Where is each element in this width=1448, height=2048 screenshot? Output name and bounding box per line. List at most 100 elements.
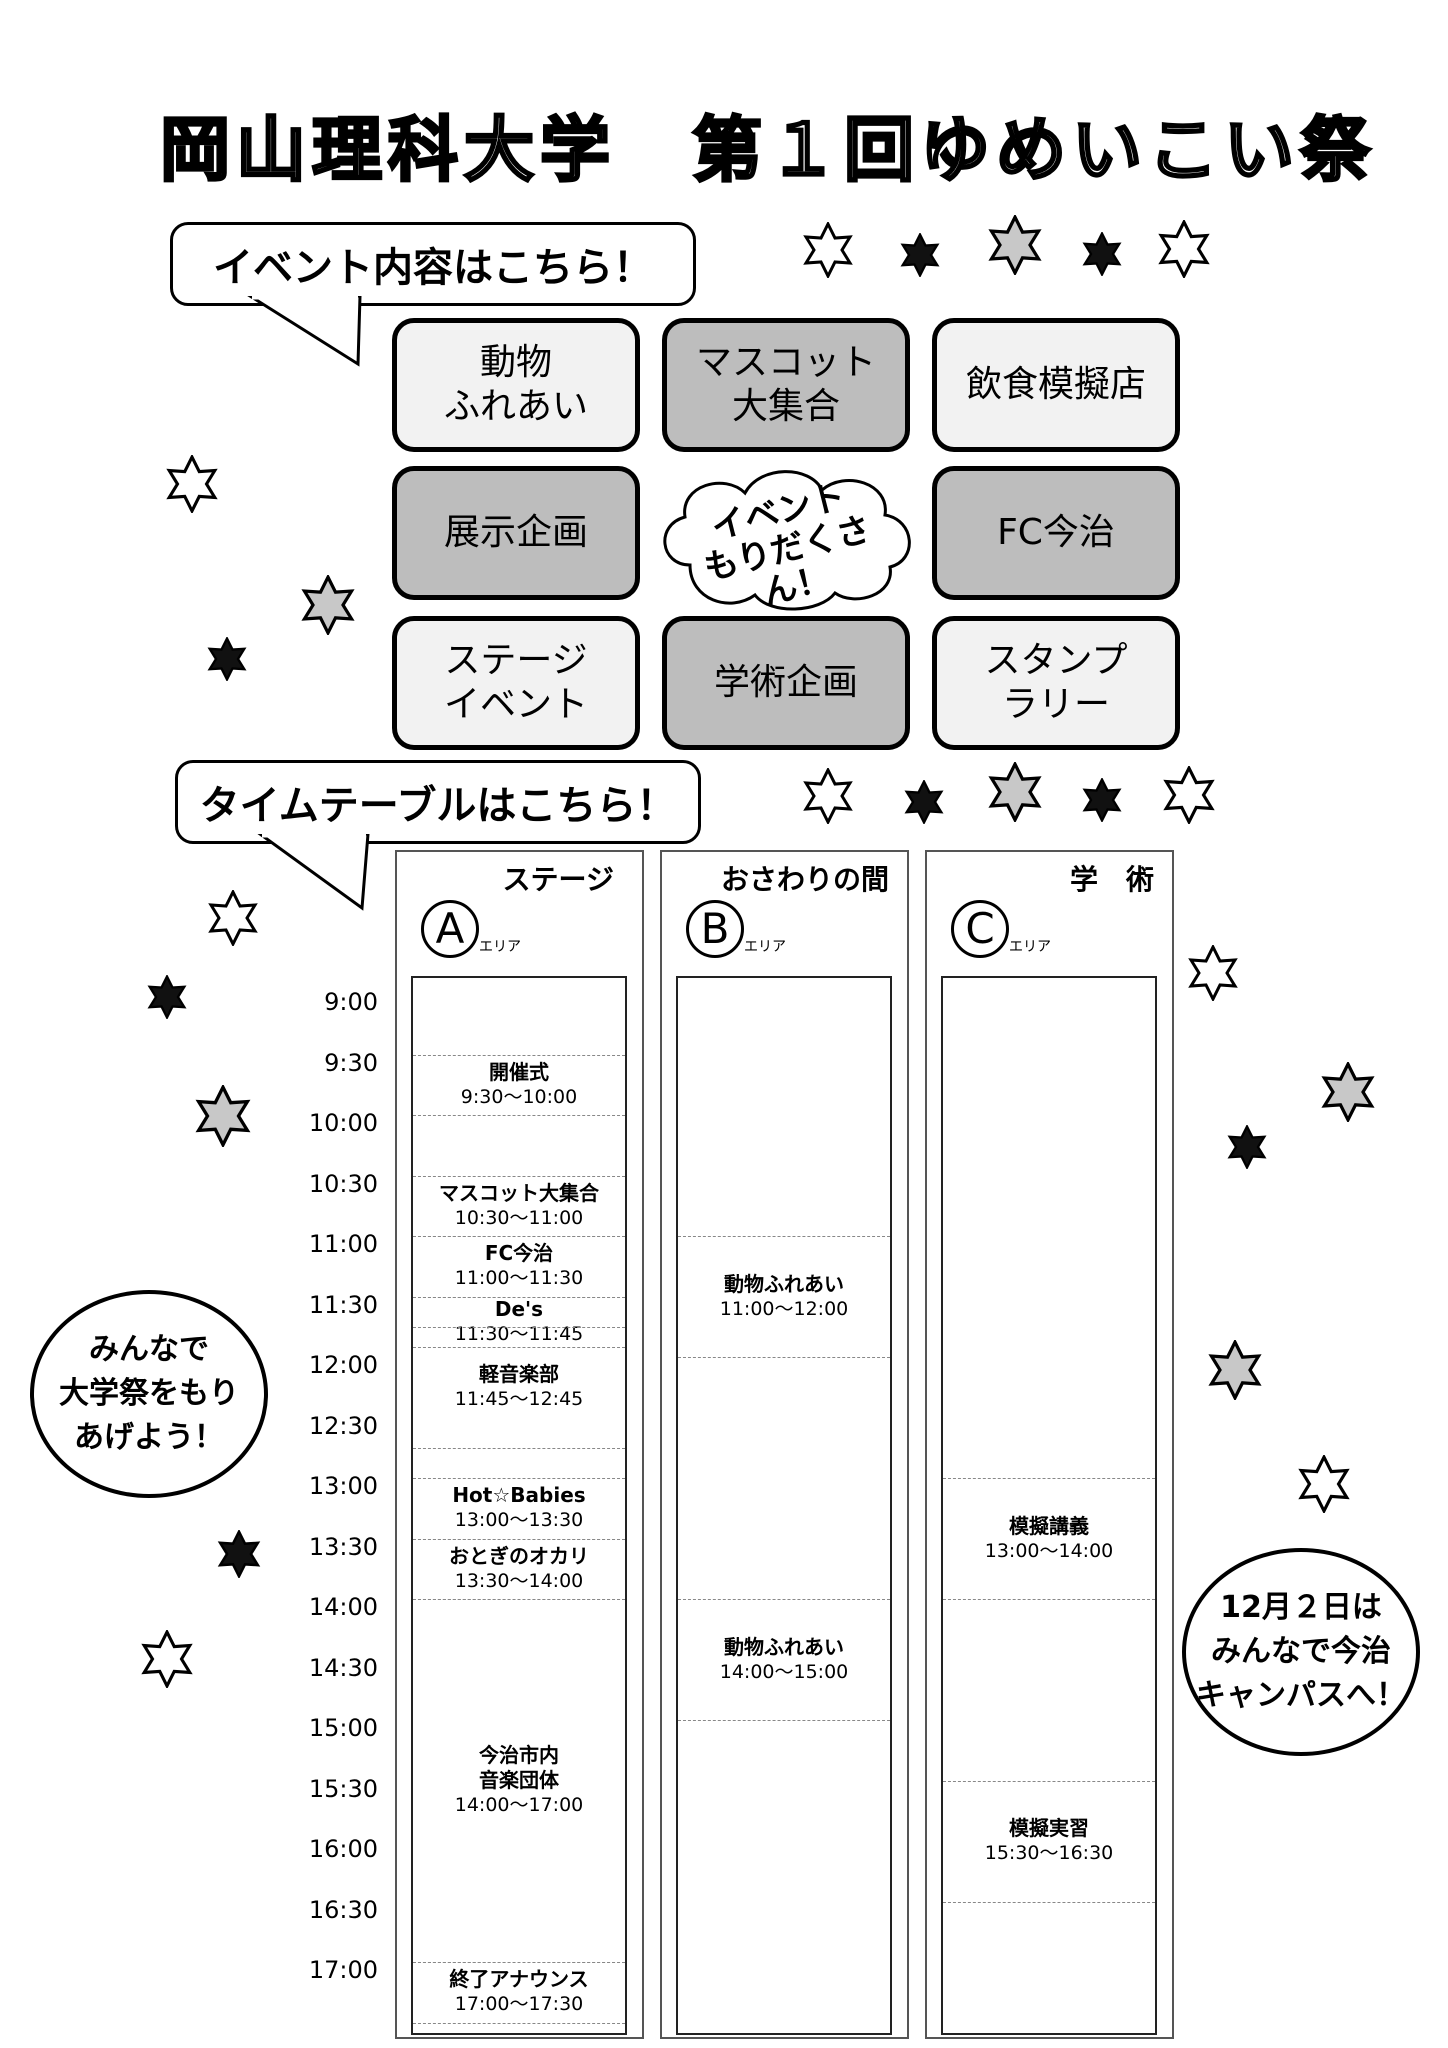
event-time: 9:30〜10:00 <box>460 1085 578 1108</box>
area-label: エリア <box>479 939 521 955</box>
time-label: 12:30 <box>308 1411 378 1440</box>
slot-divider <box>413 1175 625 1177</box>
page-title: 岡山理科大学 第１回ゆめいこい祭 <box>159 109 1376 192</box>
star-gray-icon <box>988 215 1042 275</box>
event-time: 11:30〜11:45 <box>454 1322 584 1345</box>
slot-divider <box>943 1478 1155 1479</box>
time-label: 12:00 <box>308 1351 378 1379</box>
event-name: De's <box>494 1296 544 1321</box>
time-label: 13:00 <box>308 1472 378 1500</box>
left-message-circle: みんなで 大学祭をもり あげよう！ <box>30 1290 268 1498</box>
event-food-box[interactable]: 飲食模擬店 <box>932 318 1180 452</box>
slot-divider <box>413 1447 625 1449</box>
star-outline-icon <box>208 890 258 946</box>
star-solid-icon <box>147 975 187 1019</box>
slot-divider <box>413 1346 625 1348</box>
slot-divider <box>678 1357 890 1358</box>
star-outline-icon <box>1188 945 1238 1001</box>
slot-divider <box>413 1478 625 1479</box>
event-time: 10:30〜11:00 <box>454 1206 584 1229</box>
event-time: 13:00〜13:30 <box>454 1509 584 1532</box>
timetable-bubble: タイムテーブルはこちら！ <box>175 760 701 844</box>
event-mascot-box[interactable]: マスコット 大集合 <box>662 318 910 452</box>
time-label: 16:30 <box>308 1895 378 1924</box>
event-name: 終了アナウンス <box>449 1967 589 1992</box>
star-gray-icon <box>1208 1340 1262 1400</box>
time-label: 10:00 <box>308 1109 378 1137</box>
star-solid-icon <box>217 1530 261 1578</box>
time-label: 13:30 <box>308 1532 378 1561</box>
star-solid-icon <box>900 233 940 277</box>
star-outline-icon <box>141 1630 193 1688</box>
event-info-bubble-text: イベント内容はこちら！ <box>213 245 653 291</box>
time-label: 17:00 <box>308 1956 378 1984</box>
event-exhibit-box[interactable]: 展示企画 <box>392 466 640 600</box>
slot-divider <box>413 1962 625 1963</box>
event-time: 11:00〜12:00 <box>719 1297 849 1320</box>
time-label: 11:00 <box>308 1230 378 1258</box>
star-solid-icon <box>1082 232 1122 276</box>
event-name: 開催式 <box>489 1059 549 1084</box>
event-info-bubble: イベント内容はこちら！ <box>170 222 696 306</box>
timetable-bubble-text: タイムテーブルはこちら！ <box>199 783 677 829</box>
star-gray-icon <box>1321 1062 1375 1122</box>
slot-divider <box>678 1599 890 1600</box>
star-outline-icon <box>803 768 853 824</box>
event-name: マスコット大集合 <box>439 1180 599 1205</box>
star-solid-icon <box>1082 778 1122 822</box>
area-letter: A <box>421 900 479 958</box>
column-title: ステージ <box>502 863 614 896</box>
slot-divider <box>413 2022 625 2024</box>
star-solid-icon <box>207 637 247 681</box>
slot-divider <box>943 1901 1155 1903</box>
slot-divider <box>413 1538 625 1540</box>
slot-divider <box>678 1236 890 1237</box>
time-label: 16:00 <box>308 1835 378 1863</box>
time-label: 15:00 <box>308 1714 378 1742</box>
time-label: 10:30 <box>308 1169 378 1198</box>
event-stamp-rally-box[interactable]: スタンプ ラリー <box>932 616 1180 750</box>
event-academic-box[interactable]: 学術企画 <box>662 616 910 750</box>
event-stage-box[interactable]: ステージ イベント <box>392 616 640 750</box>
area-letter: C <box>951 900 1009 958</box>
column-title: おさわりの間 <box>720 863 889 896</box>
timetable-bubble-tail <box>257 834 370 911</box>
event-fc-imabari-box[interactable]: FC今治 <box>932 466 1180 600</box>
area-label: エリア <box>744 939 786 955</box>
event-name: Hot☆Babies <box>452 1483 586 1508</box>
event-name: 動物ふれあい <box>724 1271 844 1296</box>
event-bubble-tail <box>247 296 362 367</box>
event-animal-box[interactable]: 動物 ふれあい <box>392 318 640 452</box>
event-time: 17:00〜17:30 <box>454 1993 584 2016</box>
star-outline-icon <box>1158 220 1210 278</box>
star-gray-icon <box>195 1085 251 1147</box>
slot-divider <box>413 1115 625 1116</box>
star-gray-icon <box>301 575 355 635</box>
event-name: FC今治 <box>484 1241 554 1266</box>
slot-divider <box>678 1720 890 1721</box>
slot-divider <box>413 1054 625 1056</box>
area-letter: B <box>686 900 744 958</box>
time-label: 9:30 <box>324 1048 378 1077</box>
time-label: 14:30 <box>308 1653 378 1682</box>
slot-divider <box>413 1236 625 1237</box>
